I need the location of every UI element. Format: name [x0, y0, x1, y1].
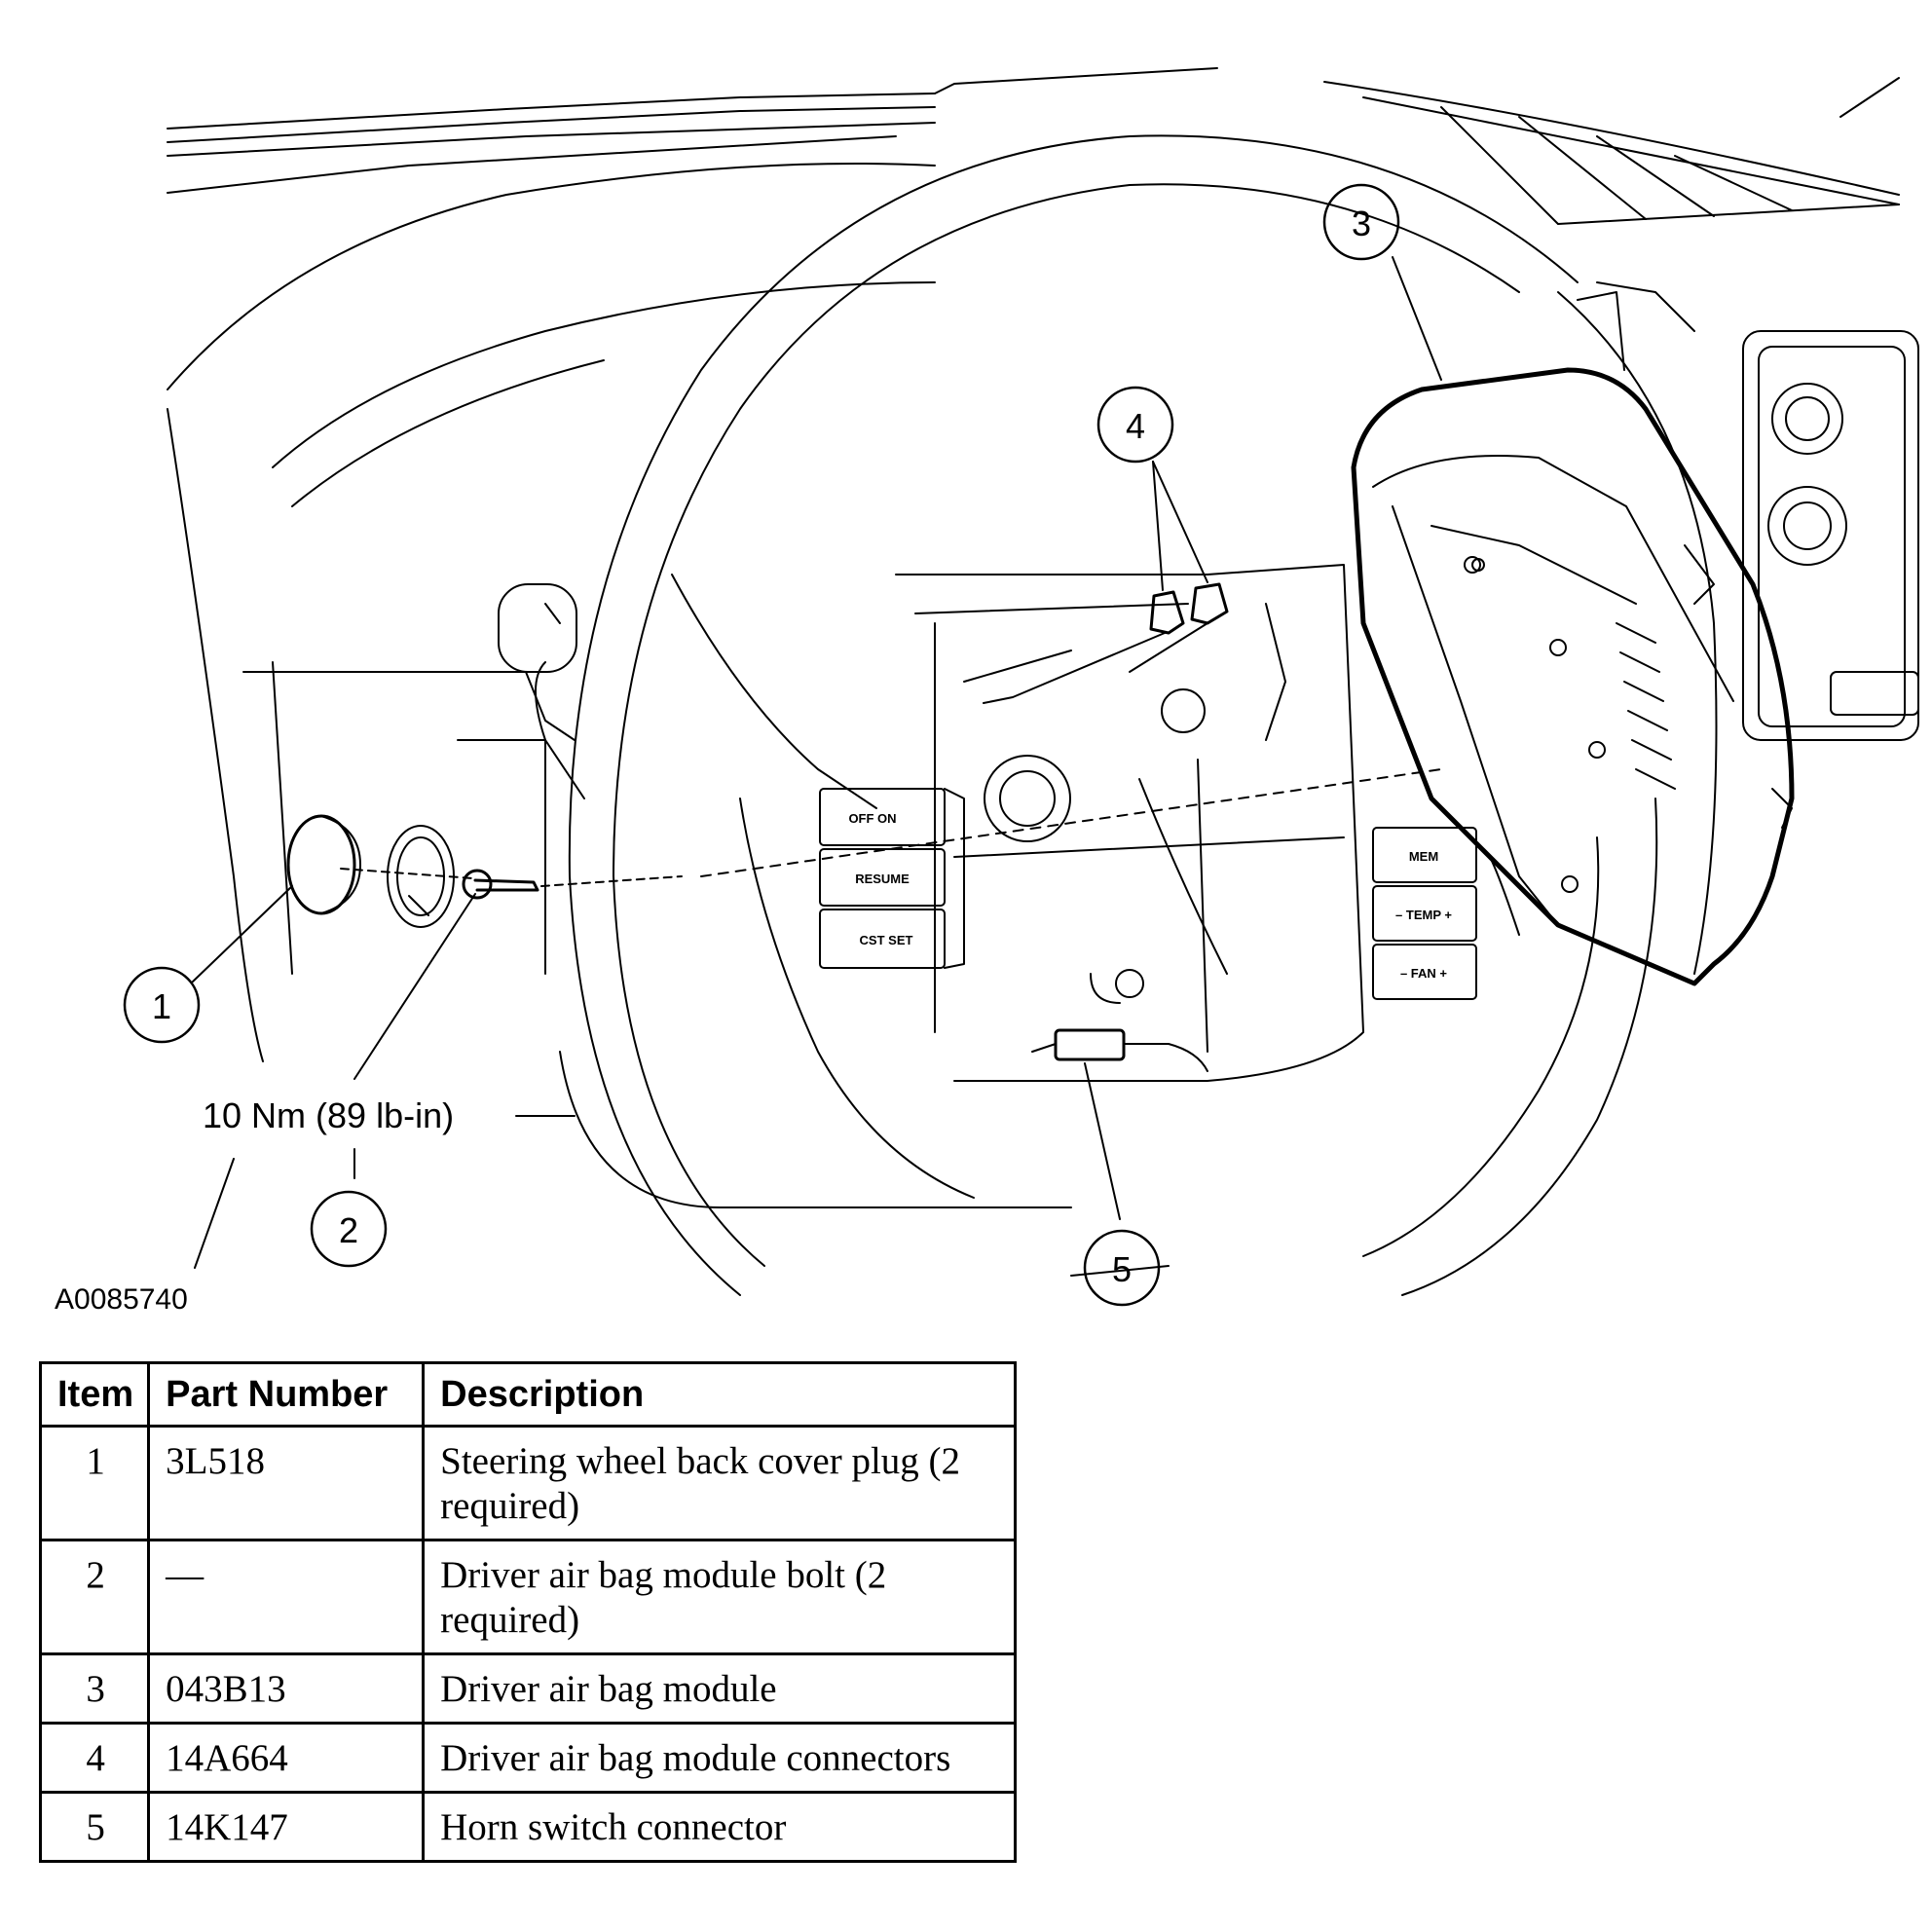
row-item: 2: [38, 1539, 151, 1655]
parts-table: Item Part Number Description 1 3L518 Ste…: [38, 1361, 1017, 1863]
callout-1: 1: [123, 966, 201, 1044]
center-console-outline: [1557, 281, 1919, 975]
row-item: 3: [38, 1652, 151, 1725]
row-description: Driver air bag module: [422, 1652, 1017, 1725]
horn-switch-connector: [1031, 1028, 1208, 1072]
row-part-number: —: [147, 1539, 426, 1655]
steering-wheel-rim: [568, 134, 1658, 1296]
driver-air-bag-module: [1351, 367, 1795, 986]
callout-2: 2: [310, 1190, 388, 1268]
header-part-number: Part Number: [147, 1361, 426, 1428]
row-item: 5: [38, 1791, 151, 1863]
cruise-switch-label-2: RESUME: [855, 872, 910, 886]
callout-5-label: 5: [1112, 1249, 1132, 1289]
callout-3: 3: [1322, 183, 1400, 261]
back-cover-plug: [286, 814, 361, 915]
row-part-number: 14A664: [147, 1722, 426, 1794]
callout-4-label: 4: [1126, 406, 1145, 446]
row-item: 4: [38, 1722, 151, 1794]
row-description: Driver air bag module bolt (2 required): [422, 1539, 1017, 1655]
climate-control-switches: MEM – TEMP + – FAN +: [1372, 827, 1477, 1000]
callout-3-label: 3: [1352, 204, 1371, 243]
climate-switch-label-1: MEM: [1409, 849, 1438, 864]
row-description: Driver air bag module connectors: [422, 1722, 1017, 1794]
table-row: 1 3L518 Steering wheel back cover plug (…: [38, 1425, 1017, 1541]
table-row: 3 043B13 Driver air bag module: [38, 1652, 1017, 1725]
air-bag-module-connectors: [963, 582, 1229, 704]
table-row: 4 14A664 Driver air bag module connector…: [38, 1722, 1017, 1794]
climate-switch-label-2: – TEMP +: [1395, 908, 1452, 922]
row-description: Steering wheel back cover plug (2 requir…: [422, 1425, 1017, 1541]
row-part-number: 043B13: [147, 1652, 426, 1725]
row-part-number: 3L518: [147, 1425, 426, 1541]
cruise-switch-label-1: OFF ON: [848, 811, 896, 826]
header-description: Description: [422, 1361, 1017, 1428]
row-description: Horn switch connector: [422, 1791, 1017, 1863]
steering-wheel-hub: [671, 564, 1364, 1199]
callout-4: 4: [1096, 386, 1174, 464]
cruise-control-switches: OFF ON RESUME CST SET: [819, 788, 965, 969]
dashboard-outline: [167, 67, 1900, 1208]
callout-1-label: 1: [152, 986, 171, 1026]
cruise-switch-label-3: CST SET: [860, 933, 913, 947]
torque-spec-label: 10 Nm (89 lb-in): [203, 1095, 454, 1135]
climate-switch-label-3: – FAN +: [1400, 966, 1447, 981]
callout-5: 5: [1083, 1229, 1161, 1307]
table-row: 2 — Driver air bag module bolt (2 requir…: [38, 1539, 1017, 1655]
wiper-stalk: [457, 583, 585, 799]
air-bag-module-bolt: [340, 768, 1442, 900]
row-part-number: 14K147: [147, 1791, 426, 1863]
figure-id: A0085740: [55, 1283, 188, 1316]
table-header-row: Item Part Number Description: [38, 1361, 1017, 1428]
header-item: Item: [38, 1361, 151, 1428]
callout-2-label: 2: [339, 1210, 358, 1250]
table-row: 5 14K147 Horn switch connector: [38, 1791, 1017, 1863]
exploded-view-illustration: OFF ON RESUME CST SET MEM – TEMP + – FAN…: [123, 67, 1919, 1307]
row-item: 1: [38, 1425, 151, 1541]
leader-lines: [192, 256, 1703, 1269]
